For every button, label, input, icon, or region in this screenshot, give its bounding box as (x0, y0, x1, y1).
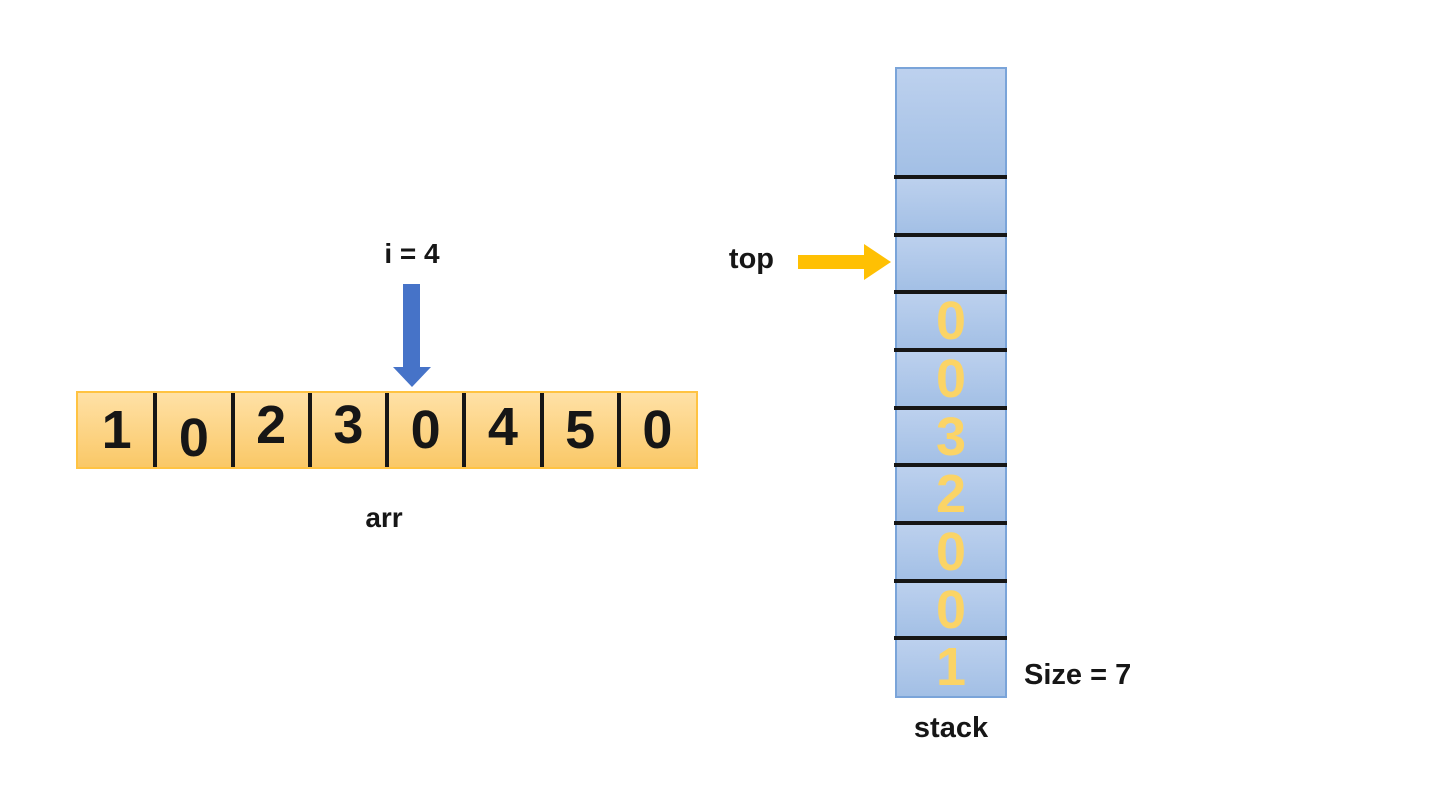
cell-divider (894, 405, 1007, 410)
stack-cell: 0 (894, 521, 1007, 583)
array-cell: 3 (310, 393, 389, 467)
array-cell: 0 (155, 393, 235, 468)
array-cell: 1 (78, 393, 158, 467)
stack-label: stack (913, 712, 989, 744)
array-cell: 0 (619, 393, 696, 467)
array-cell-value: 0 (410, 400, 441, 460)
array-cell-value: 3 (333, 395, 364, 455)
stack-cell-value: 0 (935, 579, 967, 640)
stack-cell (894, 69, 1007, 179)
stack-cell-value: 0 (935, 291, 967, 352)
cell-divider (894, 348, 1007, 353)
down-arrow-icon (393, 367, 431, 387)
down-arrow-icon (403, 284, 420, 368)
stack-cell-value: 0 (935, 521, 967, 582)
array-cell-value: 5 (565, 400, 596, 460)
cell-divider (894, 636, 1007, 641)
stack-cell-value: 2 (935, 464, 967, 525)
cell-divider (894, 290, 1007, 295)
top-pointer-label: top (728, 243, 774, 275)
stack: 0 0 3 2 0 0 1 (894, 67, 1007, 698)
stack-cell: 0 (894, 348, 1007, 410)
cell-divider (153, 393, 158, 467)
array-cell-value: 2 (256, 395, 287, 455)
array-cell: 0 (387, 393, 467, 467)
cell-divider (894, 463, 1007, 468)
cell-divider (385, 393, 389, 467)
right-arrow-icon (864, 244, 891, 280)
array-cell: 2 (233, 393, 312, 467)
stack-cell-value: 1 (935, 637, 967, 698)
cell-divider (307, 393, 312, 467)
cell-divider (462, 393, 467, 467)
cell-divider (539, 393, 544, 467)
stack-cell-value: 3 (935, 406, 967, 467)
array-label: arr (365, 502, 403, 533)
stack-cell (894, 177, 1007, 237)
array-cell: 5 (542, 393, 621, 467)
stack-cell: 0 (894, 291, 1007, 353)
stack-cell: 1 (897, 637, 1005, 698)
cell-divider (616, 393, 621, 467)
array-cell-value: 0 (178, 408, 209, 468)
stack-size-label: Size = 7 (1024, 659, 1132, 691)
stack-cell (894, 234, 1007, 295)
stack-cell: 3 (894, 406, 1007, 468)
cell-divider (894, 578, 1007, 583)
array-cell: 4 (464, 393, 544, 467)
cell-divider (894, 521, 1007, 526)
index-pointer-label: i = 4 (384, 238, 440, 269)
array-cell-value: 1 (101, 400, 132, 460)
stack-cell: 2 (894, 464, 1007, 526)
cell-divider (894, 232, 1007, 237)
cell-divider (894, 175, 1007, 179)
array-cell-value: 0 (642, 400, 673, 460)
array: 1 0 2 3 0 4 5 0 (76, 391, 698, 469)
stack-cell: 0 (894, 579, 1007, 641)
array-cell-value: 4 (487, 397, 518, 457)
stack-cell-value: 0 (935, 348, 967, 409)
right-arrow-icon (798, 255, 864, 269)
cell-divider (230, 393, 235, 467)
